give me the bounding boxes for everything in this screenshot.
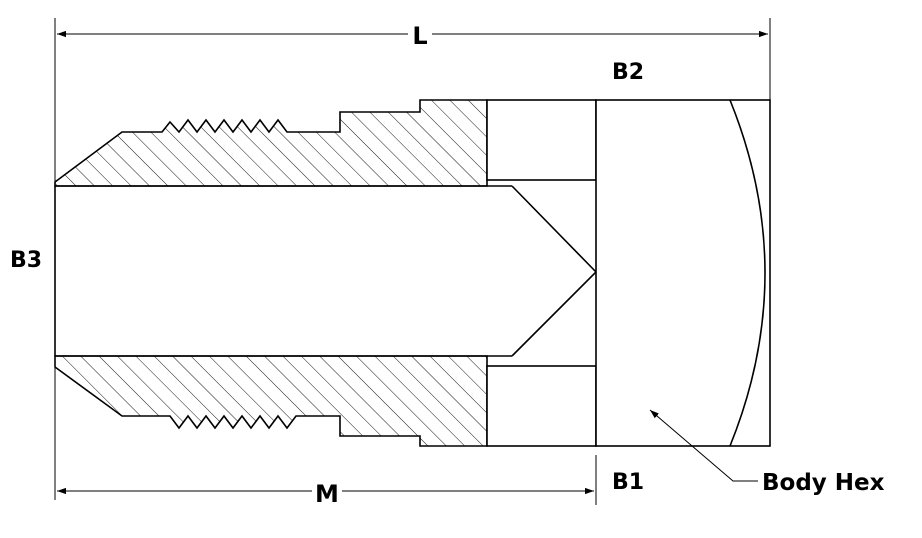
label-body-hex: Body Hex — [762, 470, 885, 496]
lower-wall-section — [54, 355, 488, 447]
dimension-label-l: L — [412, 22, 427, 50]
dimension-label-m: M — [315, 480, 339, 508]
label-b2: B2 — [612, 60, 644, 85]
body-hex-outline — [595, 99, 771, 447]
upper-wall-section — [54, 99, 488, 187]
label-b1: B1 — [612, 470, 644, 495]
drill-point-cone — [511, 185, 598, 357]
body-hex-leader-line — [649, 409, 758, 482]
upper-pocket — [486, 99, 597, 181]
body-hex-chamfer-arc — [729, 99, 766, 447]
lower-pocket — [486, 365, 597, 447]
label-b3: B3 — [10, 248, 42, 273]
